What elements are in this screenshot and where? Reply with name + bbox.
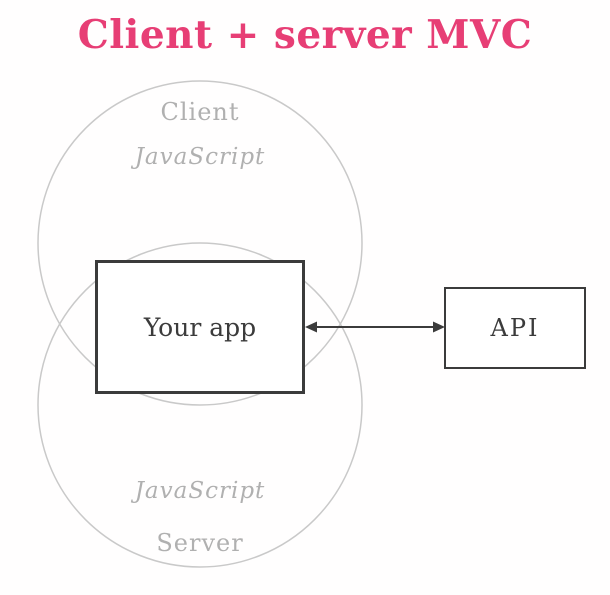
arrowhead-left-icon [305,321,317,333]
your-app-box: Your app [95,260,305,394]
client-tech-label: JavaScript [134,144,266,170]
api-box: API [444,287,586,369]
api-label: API [490,314,540,342]
arrowhead-right-icon [433,321,445,333]
client-circle [37,80,363,406]
diagram-title: Client + server MVC [77,12,533,58]
app-api-arrow [305,321,445,333]
server-circle-label: Server [156,529,244,557]
server-circle [37,242,363,568]
server-tech-label: JavaScript [134,478,266,504]
client-circle-label: Client [160,98,240,126]
your-app-label: Your app [143,312,257,342]
